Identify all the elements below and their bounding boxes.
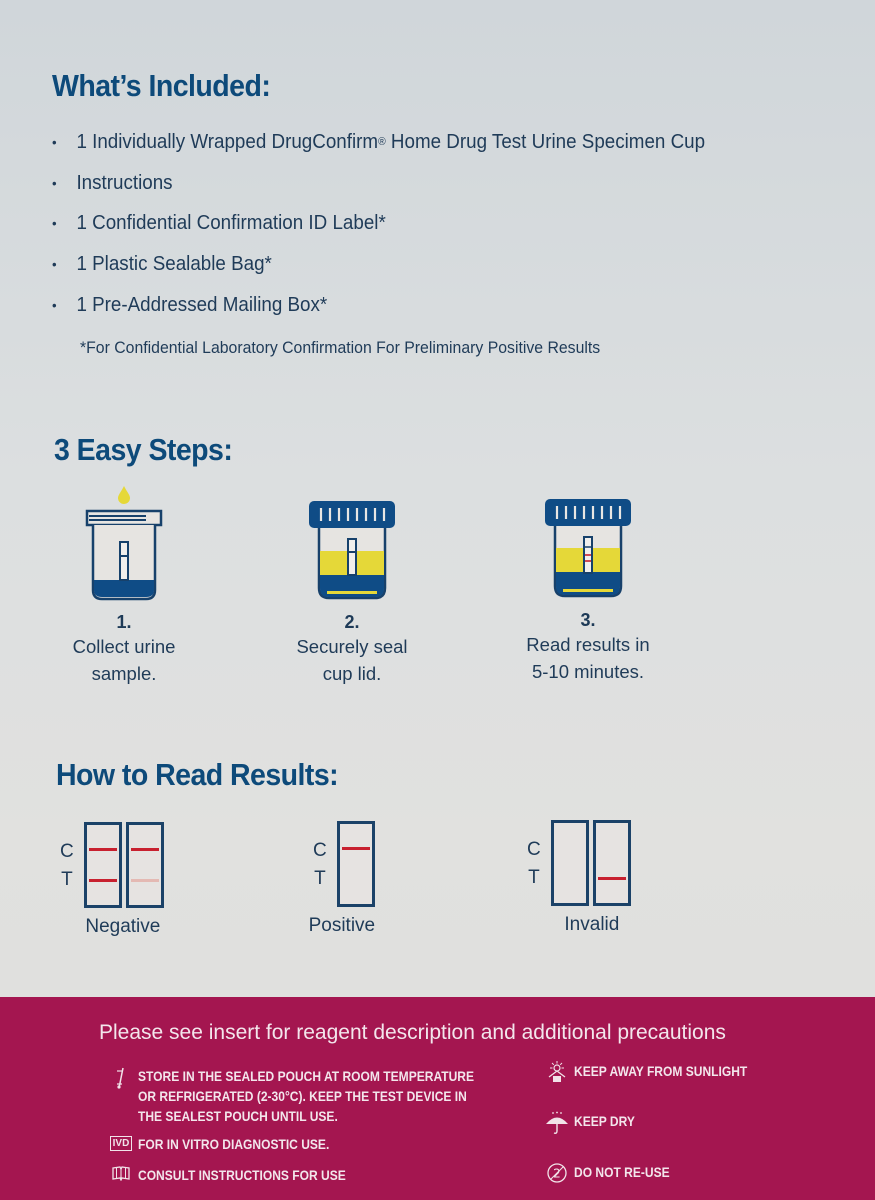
ct-labels: C T	[60, 822, 74, 894]
control-label: C	[313, 840, 327, 861]
warning-text-line: CONSULT INSTRUCTIONS FOR USE	[138, 1167, 346, 1183]
open-specimen-cup-icon	[85, 486, 163, 601]
step-text-line2: sample.	[91, 663, 157, 684]
bullet: •	[52, 296, 57, 313]
test-line	[88, 879, 117, 882]
sealed-specimen-cup-icon	[309, 501, 395, 600]
control-line	[130, 848, 159, 851]
result-label: Negative	[85, 916, 161, 937]
item-text-continued: Home Drug Test Urine Specimen Cup	[385, 131, 706, 154]
warning-keep-dry: KEEP DRY	[540, 1111, 645, 1135]
warning-text-line: OR REFRIGERATED (2-30°C). KEEP THE TEST …	[138, 1088, 467, 1104]
step-number: 1.	[116, 612, 132, 632]
do-not-reuse-icon: 2	[540, 1162, 574, 1184]
list-item: • 1 Individually Wrapped DrugConfirm® Ho…	[52, 122, 705, 163]
faint-test-line	[130, 879, 159, 882]
step-1: 1. Collect urine sample.	[24, 484, 224, 687]
precautions-band: Please see insert for reagent descriptio…	[0, 997, 875, 1200]
step-text-line1: Securely seal	[296, 636, 408, 657]
easy-steps-title: 3 Easy Steps:	[54, 432, 233, 467]
test-label: T	[314, 868, 326, 889]
test-strip	[550, 820, 589, 906]
whats-included-title: What’s Included:	[52, 68, 271, 103]
step-text-line2: cup lid.	[322, 663, 382, 684]
step-2: 2. Securely seal cup lid.	[252, 484, 452, 687]
specimen-cup-result-icon	[545, 499, 631, 598]
control-label: C	[527, 839, 541, 860]
test-strip	[336, 821, 375, 907]
warning-sunlight: KEEP AWAY FROM SUNLIGHT	[540, 1061, 775, 1083]
test-strip	[83, 822, 122, 908]
included-footnote: *For Confidential Laboratory Confirmatio…	[80, 338, 601, 357]
warning-consult: CONSULT INSTRUCTIONS FOR USE	[104, 1165, 380, 1185]
warning-storage: STORE IN THE SEALED POUCH AT ROOM TEMPER…	[104, 1066, 529, 1126]
warning-text-line: KEEP DRY	[574, 1113, 635, 1129]
list-item: • 1 Confidential Confirmation ID Label*	[52, 203, 705, 244]
item-text: Instructions	[76, 171, 173, 194]
control-line	[88, 848, 117, 851]
warning-text-line: FOR IN VITRO DIAGNOSTIC USE.	[138, 1136, 330, 1152]
keep-away-sunlight-icon	[540, 1061, 574, 1083]
result-positive: C T Positive	[309, 821, 379, 937]
precautions-heading: Please see insert for reagent descriptio…	[99, 1021, 726, 1044]
bullet: •	[52, 134, 57, 151]
step-3: 3. Read results in 5-10 minutes.	[488, 482, 688, 685]
test-strip	[125, 822, 164, 908]
warning-text-line: DO NOT RE-USE	[574, 1164, 670, 1180]
ct-labels: C T	[527, 820, 541, 892]
result-label: Positive	[308, 915, 376, 936]
step-text-line1: Read results in	[526, 634, 650, 655]
test-label: T	[528, 867, 540, 888]
result-invalid: C T Invalid	[527, 820, 635, 936]
result-label: Invalid	[564, 914, 620, 935]
temperature-limit-icon	[104, 1066, 138, 1090]
bullet: •	[52, 174, 57, 191]
step-text-line2: 5-10 minutes.	[531, 661, 645, 682]
test-line	[597, 877, 626, 880]
list-item: • 1 Pre-Addressed Mailing Box*	[52, 284, 705, 325]
list-item: • Instructions	[52, 163, 705, 204]
warning-no-reuse: 2 DO NOT RE-USE	[540, 1162, 685, 1184]
list-item: • 1 Plastic Sealable Bag*	[52, 244, 705, 285]
registered-mark: ®	[378, 136, 386, 149]
bullet: •	[52, 256, 57, 273]
test-strip	[592, 820, 631, 906]
item-text: 1 Confidential Confirmation ID Label*	[76, 212, 386, 235]
item-text: 1 Individually Wrapped DrugConfirm	[76, 131, 379, 154]
step-text-line1: Collect urine	[72, 636, 176, 657]
consult-instructions-icon	[104, 1165, 138, 1181]
warning-ivd: IVD FOR IN VITRO DIAGNOSTIC USE.	[104, 1134, 360, 1154]
control-line	[341, 847, 370, 850]
ct-labels: C T	[313, 821, 327, 893]
warning-text-line: STORE IN THE SEALED POUCH AT ROOM TEMPER…	[138, 1068, 475, 1084]
warning-text-line: THE SEALEST POUCH UNTIL USE.	[138, 1108, 338, 1124]
read-results-title: How to Read Results:	[56, 757, 339, 792]
keep-dry-icon	[540, 1111, 574, 1135]
result-negative: C T Negative	[60, 822, 168, 938]
step-number: 3.	[580, 610, 596, 630]
control-label: C	[60, 841, 74, 862]
item-text: 1 Pre-Addressed Mailing Box*	[76, 293, 328, 316]
included-items-list: • 1 Individually Wrapped DrugConfirm® Ho…	[52, 122, 747, 325]
test-label: T	[61, 869, 73, 890]
step-number: 2.	[344, 612, 360, 632]
ivd-icon: IVD	[104, 1134, 138, 1151]
warning-text-line: KEEP AWAY FROM SUNLIGHT	[574, 1063, 748, 1079]
bullet: •	[52, 215, 57, 232]
item-text: 1 Plastic Sealable Bag*	[76, 253, 272, 276]
